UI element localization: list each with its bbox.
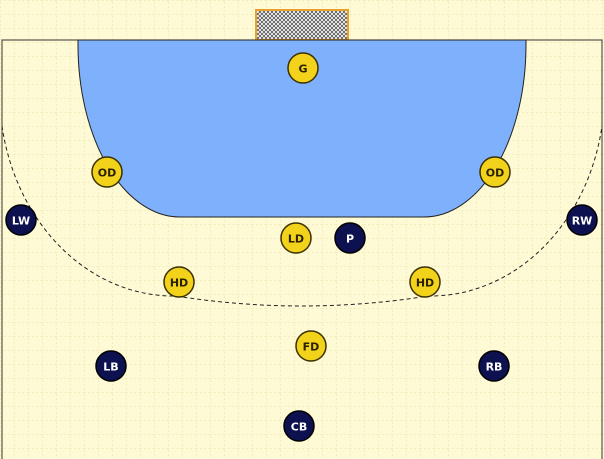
player-label: RW bbox=[572, 215, 593, 228]
player-marker[interactable] bbox=[479, 156, 511, 188]
player-front-defender[interactable]: FD bbox=[295, 330, 327, 362]
free-throw-line bbox=[1, 125, 603, 307]
player-right-wing[interactable]: RW bbox=[566, 204, 598, 236]
player-goalkeeper[interactable]: G bbox=[287, 52, 319, 84]
player-label: OD bbox=[98, 167, 116, 180]
player-left-outside-defender[interactable]: OD bbox=[91, 156, 123, 188]
player-left-back[interactable]: LB bbox=[95, 350, 127, 382]
player-marker[interactable] bbox=[5, 204, 37, 236]
player-center-back[interactable]: CB bbox=[283, 410, 315, 442]
players-layer: G OD OD LW RW LD P HD HD FD LB RB CB bbox=[5, 52, 598, 442]
player-marker[interactable] bbox=[91, 156, 123, 188]
player-right-outside-defender[interactable]: OD bbox=[479, 156, 511, 188]
player-label: LD bbox=[288, 233, 304, 246]
player-marker[interactable] bbox=[478, 350, 510, 382]
player-label: OD bbox=[486, 167, 504, 180]
player-marker[interactable] bbox=[163, 266, 195, 298]
player-label: CB bbox=[291, 421, 307, 434]
goal-area bbox=[77, 39, 527, 218]
player-left-wing[interactable]: LW bbox=[5, 204, 37, 236]
player-label: HD bbox=[170, 277, 188, 290]
player-marker[interactable] bbox=[334, 222, 366, 254]
player-label: G bbox=[298, 63, 307, 76]
player-linebacker-defender[interactable]: LD bbox=[280, 222, 312, 254]
player-marker[interactable] bbox=[95, 350, 127, 382]
player-marker[interactable] bbox=[295, 330, 327, 362]
player-marker[interactable] bbox=[280, 222, 312, 254]
player-marker[interactable] bbox=[566, 204, 598, 236]
player-label: P bbox=[346, 233, 354, 246]
goal-net bbox=[255, 9, 349, 41]
player-label: LB bbox=[103, 361, 118, 374]
player-label: HD bbox=[416, 277, 434, 290]
player-label: RB bbox=[486, 361, 503, 374]
player-marker[interactable] bbox=[283, 410, 315, 442]
player-marker[interactable] bbox=[287, 52, 319, 84]
player-marker[interactable] bbox=[409, 266, 441, 298]
player-pivot[interactable]: P bbox=[334, 222, 366, 254]
player-right-half-defender[interactable]: HD bbox=[409, 266, 441, 298]
player-label: LW bbox=[12, 215, 30, 228]
player-left-half-defender[interactable]: HD bbox=[163, 266, 195, 298]
player-label: FD bbox=[303, 341, 320, 354]
player-right-back[interactable]: RB bbox=[478, 350, 510, 382]
